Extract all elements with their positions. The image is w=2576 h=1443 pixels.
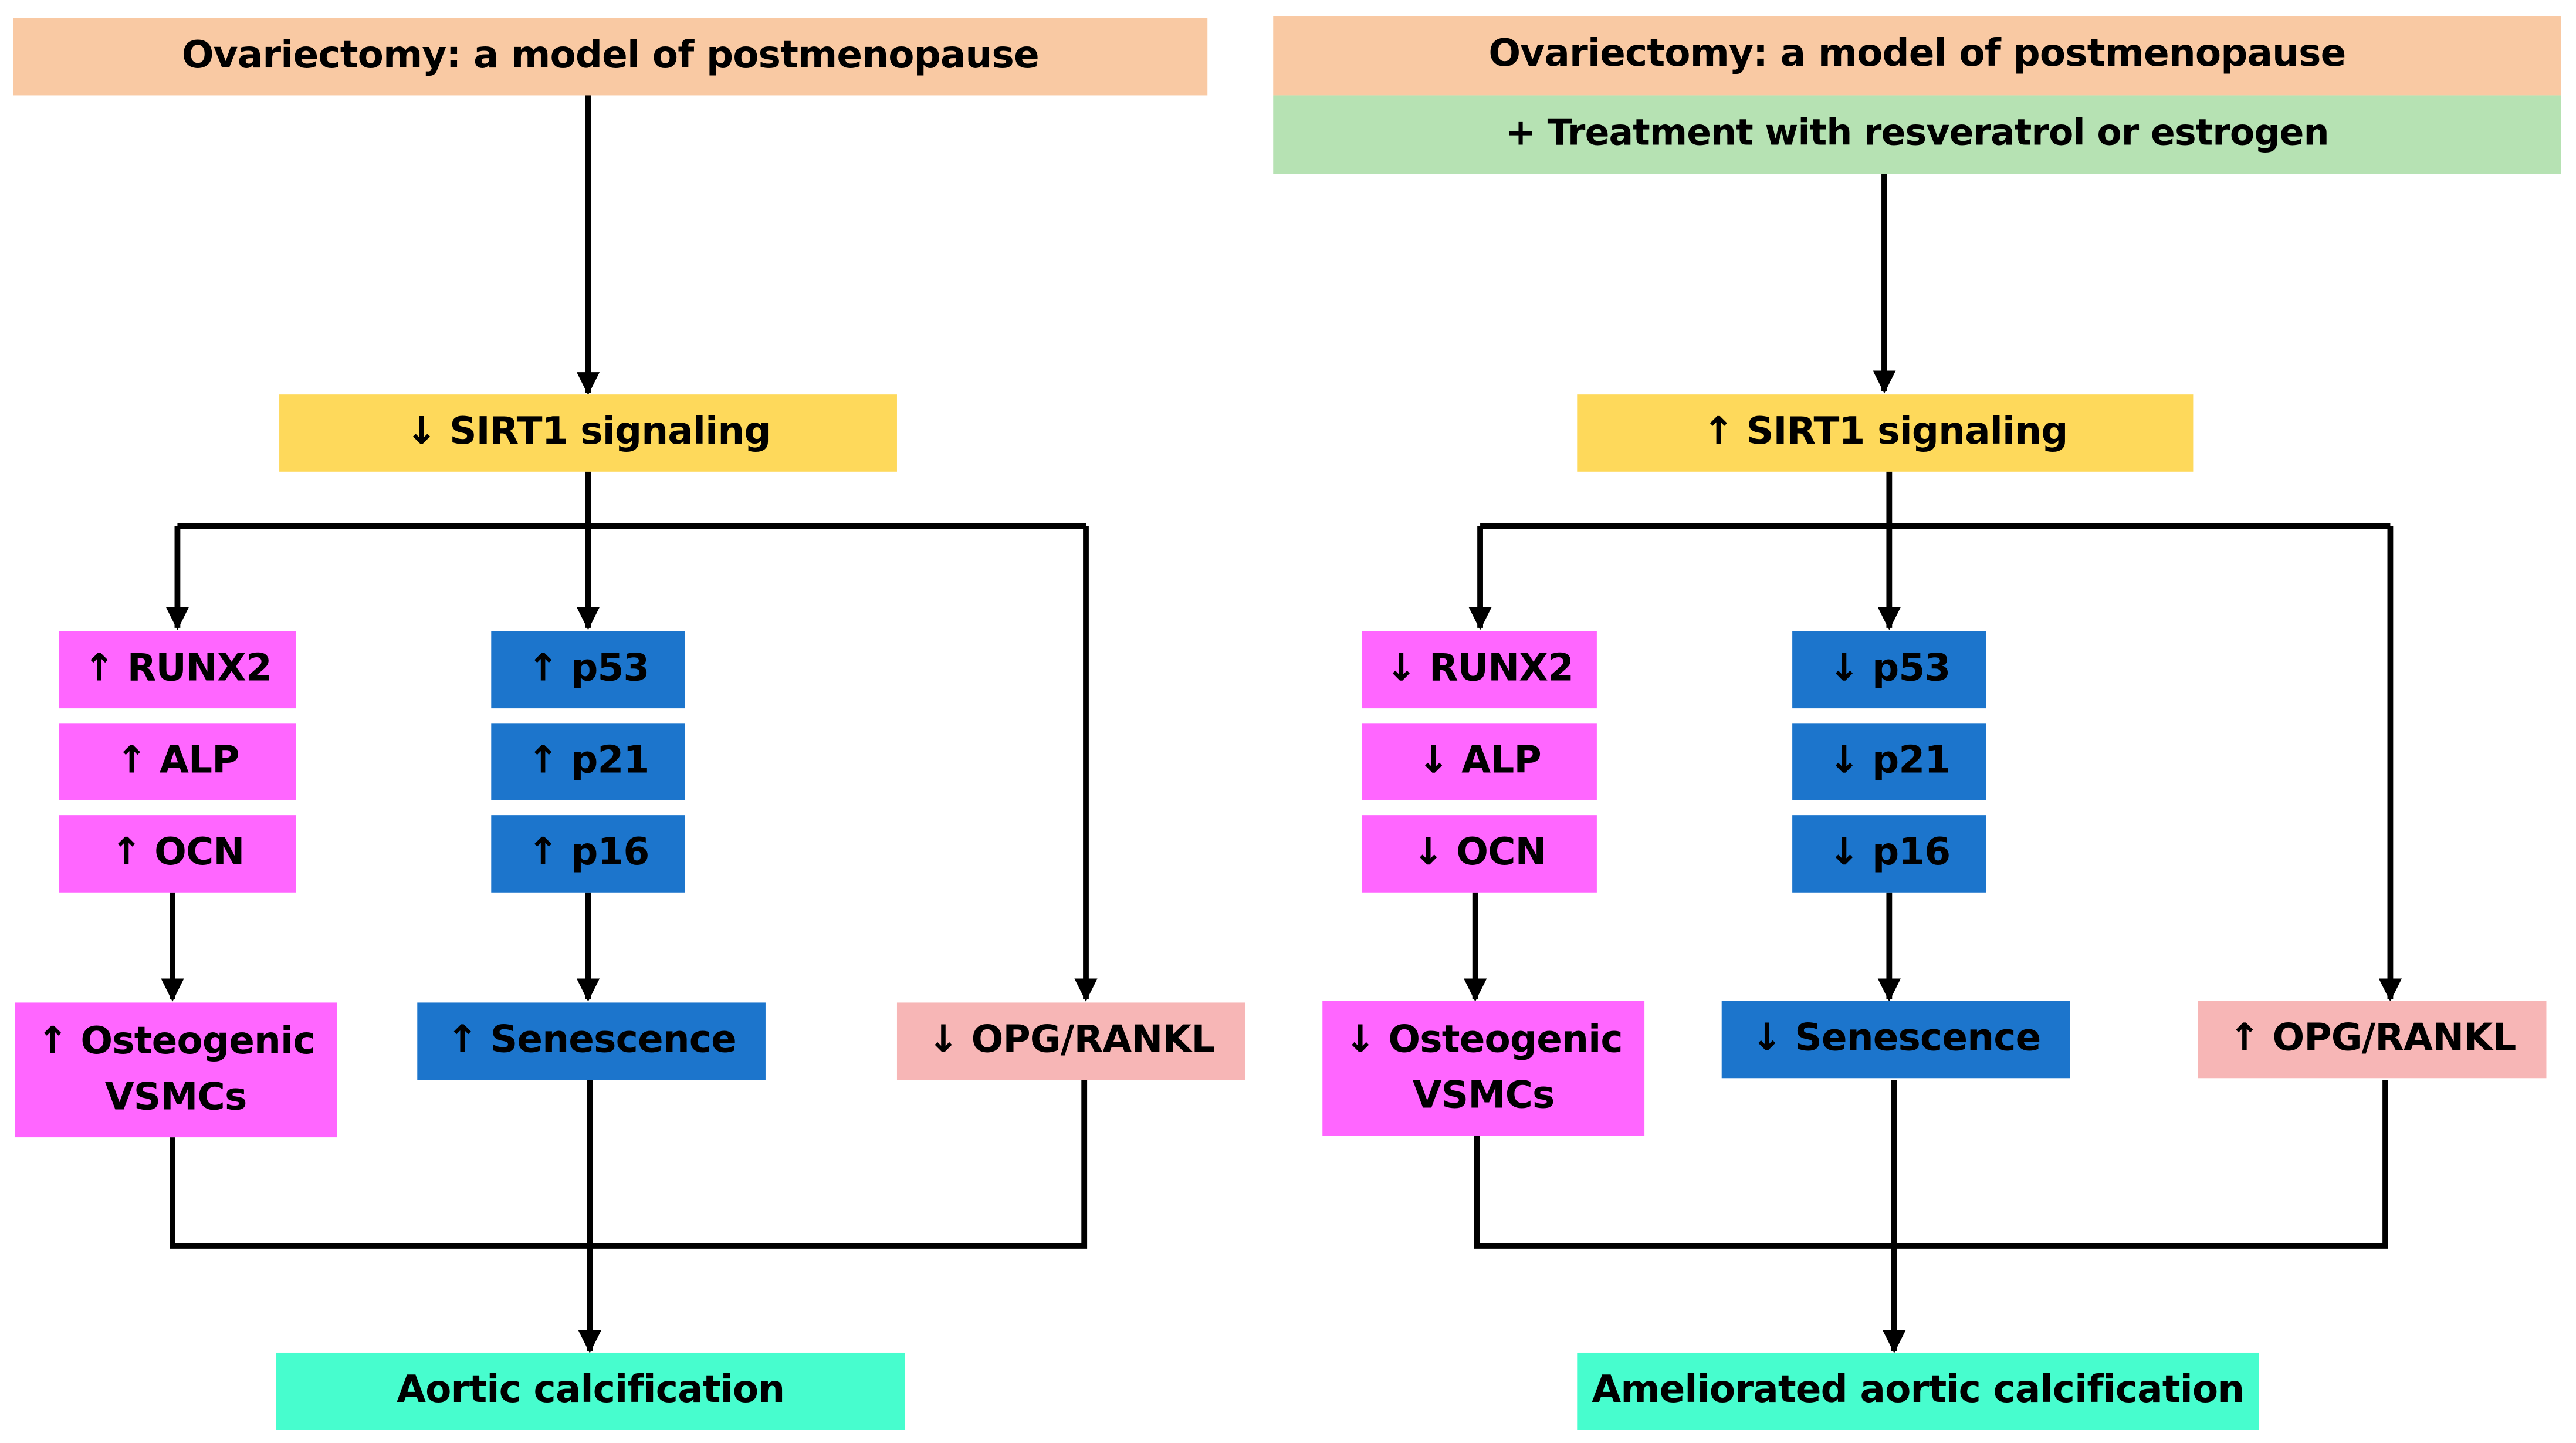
left-p21-box: ↑ p21	[491, 723, 685, 800]
left-outcome-box: Aortic calcification	[276, 1352, 905, 1430]
left-runx2-box: ↑ RUNX2	[59, 631, 296, 709]
right-osteogenic-vsmcs-box: ↓ Osteogenic VSMCs	[1322, 1001, 1645, 1136]
right-alp-box: ↓ ALP	[1362, 723, 1597, 800]
left-osteogenic-vsmcs-box: ↑ Osteogenic VSMCs	[15, 1002, 337, 1138]
right-header-box: Ovariectomy: a model of postmenopause	[1273, 16, 2561, 96]
right-p21-box: ↓ p21	[1792, 723, 1986, 800]
right-p53-box: ↓ p53	[1792, 631, 1986, 709]
left-sirt1-box: ↓ SIRT1 signaling	[279, 394, 897, 472]
right-senescence-box: ↓ Senescence	[1721, 1001, 2070, 1079]
left-ocn-box: ↑ OCN	[59, 815, 296, 893]
line-left-merge	[170, 1080, 1088, 1249]
right-treatment-box: + Treatment with resveratrol or estrogen	[1273, 95, 2561, 174]
left-alp-box: ↑ ALP	[59, 723, 296, 800]
right-ocn-box: ↓ OCN	[1362, 815, 1597, 893]
left-opg-rankl-box: ↓ OPG/RANKL	[896, 1002, 1245, 1080]
right-opg-rankl-box: ↑ OPG/RANKL	[2198, 1001, 2547, 1079]
right-runx2-box: ↓ RUNX2	[1362, 631, 1597, 709]
left-p53-box: ↑ p53	[491, 631, 685, 709]
right-outcome-box: Ameliorated aortic calcification	[1577, 1352, 2259, 1430]
right-sirt1-box: ↑ SIRT1 signaling	[1577, 394, 2194, 472]
line-right-merge	[1474, 1080, 2388, 1249]
left-senescence-box: ↑ Senescence	[417, 1002, 766, 1080]
left-header-box: Ovariectomy: a model of postmenopause	[13, 18, 1208, 96]
left-p16-box: ↑ p16	[491, 815, 685, 893]
right-p16-box: ↓ p16	[1792, 815, 1986, 893]
